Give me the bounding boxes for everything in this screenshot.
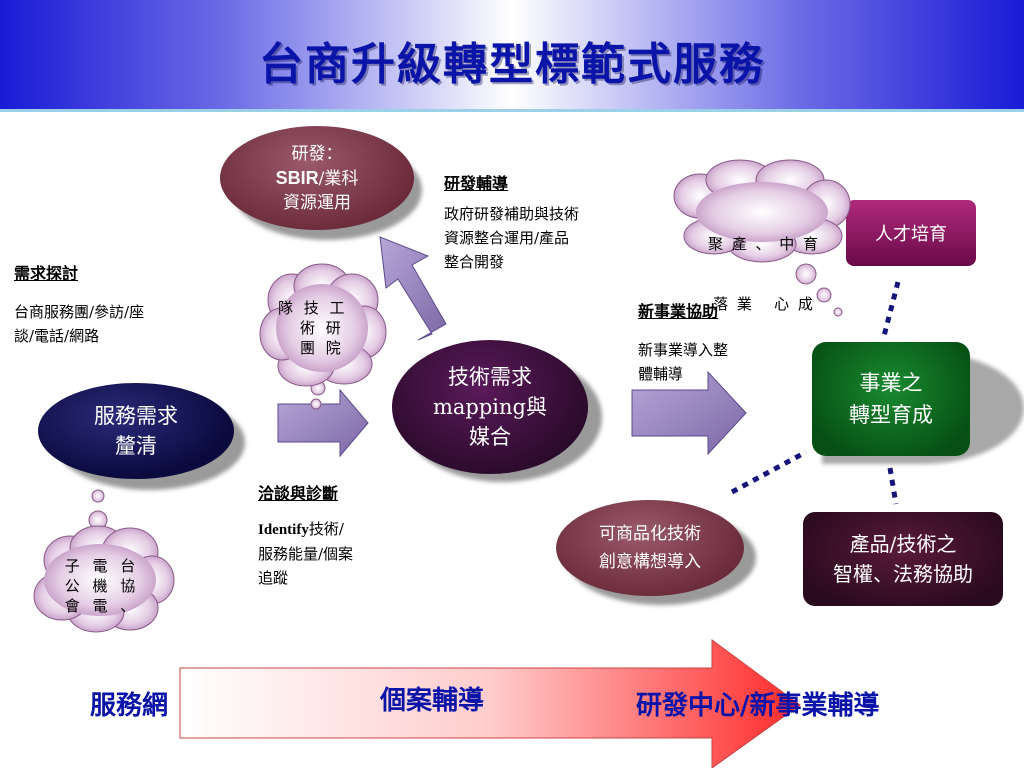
bottom-case-coaching: 個案輔導 [380, 686, 485, 716]
commercial-tech-label: 可商品化技術 創意構想導入 [599, 524, 701, 572]
arrow-mapping-to-transform [631, 370, 747, 456]
rd-body: 政府研發補助與技術 資源整合運用/產品 整合開發 [444, 205, 580, 271]
diag-identify: Identify [258, 522, 309, 538]
tech-mapping-node: 技術需求 mapping與 媒合 [392, 340, 588, 474]
diag-body: Identify技術/ 服務能量/個案 追蹤 [258, 517, 418, 590]
service-clarify-node: 服務需求 釐清 [38, 383, 234, 479]
ip-legal-label: 產品/技術之 智權、法務協助 [833, 532, 973, 586]
arrow-to-rd [379, 236, 447, 341]
talent-node: 人才培育 [846, 200, 976, 266]
talent-label: 人才培育 [875, 224, 947, 245]
cloud-right-text: 聚 產 、 中 育 落 業 心 成 [690, 194, 838, 334]
cloud-middle-line1: 隊 技 工 [278, 299, 348, 317]
diag-heading: 洽談與診斷 [258, 484, 339, 503]
service-clarify-label: 服務需求 釐清 [94, 404, 178, 458]
needs-body: 台商服務團/參訪/座 談/電話/網路 [14, 303, 145, 345]
rd-sbir-sbir: SBIR [275, 167, 319, 188]
bottom-rd-center: 研發中心/新事業輔導 [636, 691, 880, 721]
rd-sbir-line3: 資源運用 [283, 192, 351, 213]
arrow-service-to-mapping [277, 388, 369, 458]
cloud-left-line2: 公 機 協 [64, 577, 140, 595]
newbiz-heading: 新事業協助 [638, 302, 719, 321]
cloud-right-line2: 落 業 心 成 [713, 295, 815, 313]
cloud-right-line1: 聚 產 、 中 育 [707, 235, 821, 253]
tech-mapping-label: 技術需求 mapping與 媒合 [432, 365, 547, 449]
cloud-left-line1: 子 電 台 [64, 557, 140, 575]
dotted-link-talent [881, 281, 901, 337]
cloud-right [673, 159, 851, 317]
bottom-service-net: 服務網 [90, 691, 169, 721]
cloud-left-line3: 會 電 、 [64, 597, 140, 615]
rd-sbir-rest: /業科 [318, 168, 359, 189]
cloud-middle-text: 隊 技 工 術 研 團 院 [278, 298, 360, 358]
cloud-middle-line2: 術 研 [300, 319, 344, 337]
commercial-tech-node: 可商品化技術 創意構想導入 [556, 500, 744, 596]
transform-label: 事業之 轉型育成 [849, 371, 933, 427]
rd-heading: 研發輔導 [444, 174, 509, 193]
diag-body-2: 服務能量/個案 追蹤 [258, 545, 354, 587]
rd-sbir-line1: 研發： [291, 143, 343, 164]
case-progress-arrow [179, 639, 801, 768]
cloud-middle [259, 263, 387, 410]
dotted-link-commercial [730, 449, 808, 495]
needs-heading: 需求探討 [14, 264, 79, 283]
ip-legal-node: 產品/技術之 智權、法務協助 [803, 512, 1003, 606]
cloud-middle-line3: 團 院 [300, 339, 344, 357]
rd-sbir-node: 研發： SBIR/業科 資源運用 [220, 126, 414, 230]
newbiz-body: 新事業導入整 體輔導 [638, 341, 729, 383]
title-bar: 台商升級轉型標範式服務 [0, 0, 1024, 112]
cloud-left-text: 子 電 台 公 機 協 會 電 、 [60, 556, 144, 616]
diag-body-1: 技術/ [308, 520, 344, 538]
cloud-left [33, 489, 175, 633]
rd-sbir-line2: SBIR/業科 [276, 166, 359, 191]
transform-node: 事業之 轉型育成 [812, 342, 970, 456]
page-title: 台商升級轉型標範式服務 [259, 39, 765, 90]
